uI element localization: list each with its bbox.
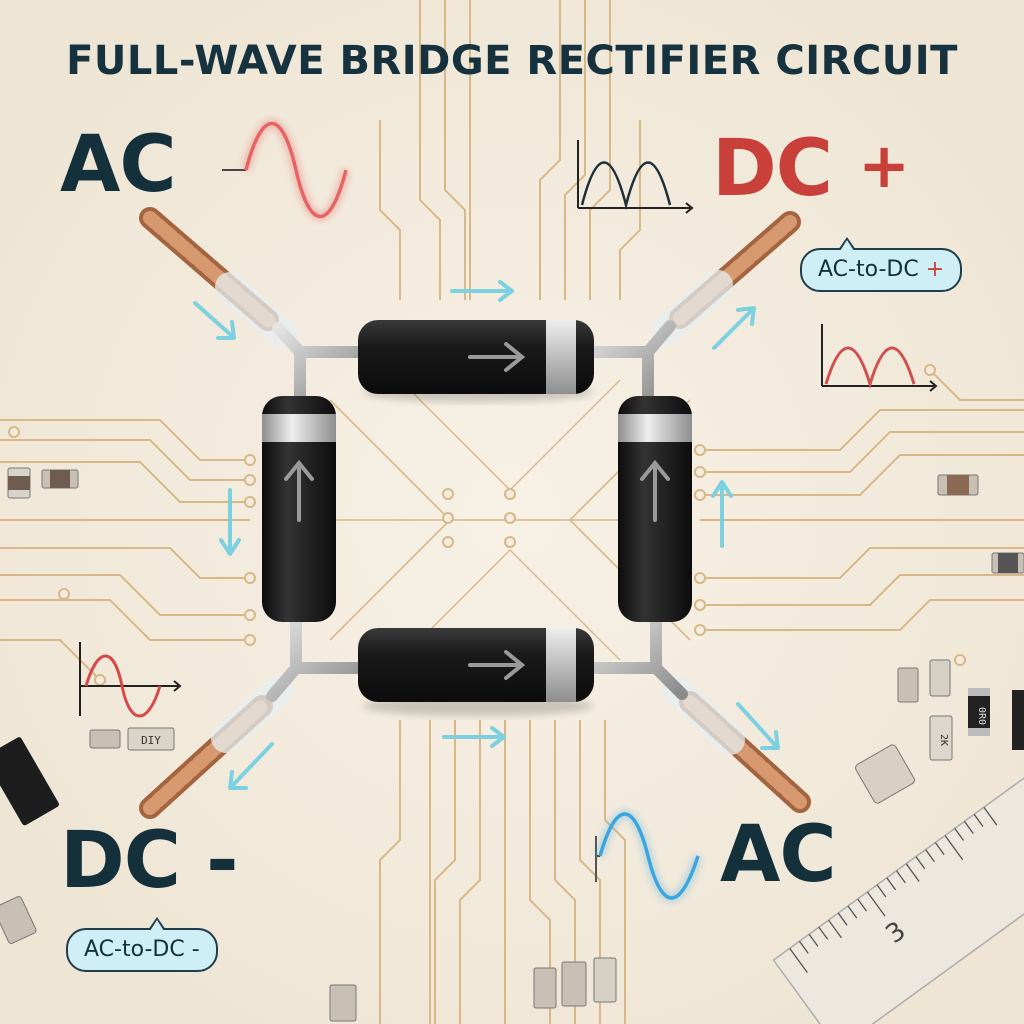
junction-bottom-right (584, 614, 688, 700)
current-arrow-icon (450, 280, 514, 302)
label-dc-negative: DC - (60, 816, 239, 906)
diode-right (618, 396, 692, 622)
bubble-ac-to-dc-positive: AC-to-DC + (800, 237, 963, 292)
junction-bottom-left (266, 614, 366, 702)
label-dc-positive: DC + (712, 129, 910, 208)
diode-top (358, 320, 594, 402)
label-ac-input: AC (60, 120, 177, 210)
junction-top-right (584, 320, 676, 404)
current-arrow-icon (442, 726, 506, 748)
ruler: 3 (772, 770, 1024, 1024)
smd-components: DIY 0R0 2K (0, 467, 1024, 1022)
junction-top-left (272, 322, 366, 401)
page-title: FULL-WAVE BRIDGE RECTIFIER CIRCUIT (66, 38, 958, 84)
plus-sign: + (858, 129, 910, 202)
current-arrow-icon (711, 480, 733, 548)
current-arrow-icon (712, 306, 756, 350)
smd-marking-right-2: 2K (938, 734, 949, 746)
current-arrow-icon (736, 702, 780, 750)
current-arrow-icon (193, 301, 236, 340)
direction-arrow-icon (284, 459, 314, 522)
current-arrow-icon (219, 488, 241, 556)
pcb-vias (8, 364, 966, 686)
diode-bottom (358, 628, 594, 716)
bubble-text: AC-to-DC - (84, 937, 200, 962)
label-dc-positive-text: DC (712, 124, 833, 214)
rectified-wave-icon (577, 140, 694, 214)
current-arrow-icon (228, 742, 274, 790)
direction-arrow-icon (468, 342, 526, 372)
diode-left (262, 396, 336, 622)
rectified-wave-icon (821, 324, 938, 392)
label-ac-output: AC (720, 810, 837, 900)
current-flow-arrows (193, 280, 780, 790)
sine-wave-icon (595, 809, 703, 903)
sine-wave-icon (222, 119, 351, 221)
bubble-ac-to-dc-negative: AC-to-DC - (66, 917, 218, 972)
bubble-text: AC-to-DC (818, 257, 919, 282)
bubble-plus-sign: + (925, 257, 945, 282)
smd-marking-left: DIY (141, 734, 161, 747)
sine-wave-icon (79, 642, 182, 718)
copper-wire-top-right (652, 211, 801, 345)
direction-arrow-icon (468, 650, 526, 680)
direction-arrow-icon (640, 459, 670, 522)
smd-marking-right-1: 0R0 (976, 707, 987, 725)
